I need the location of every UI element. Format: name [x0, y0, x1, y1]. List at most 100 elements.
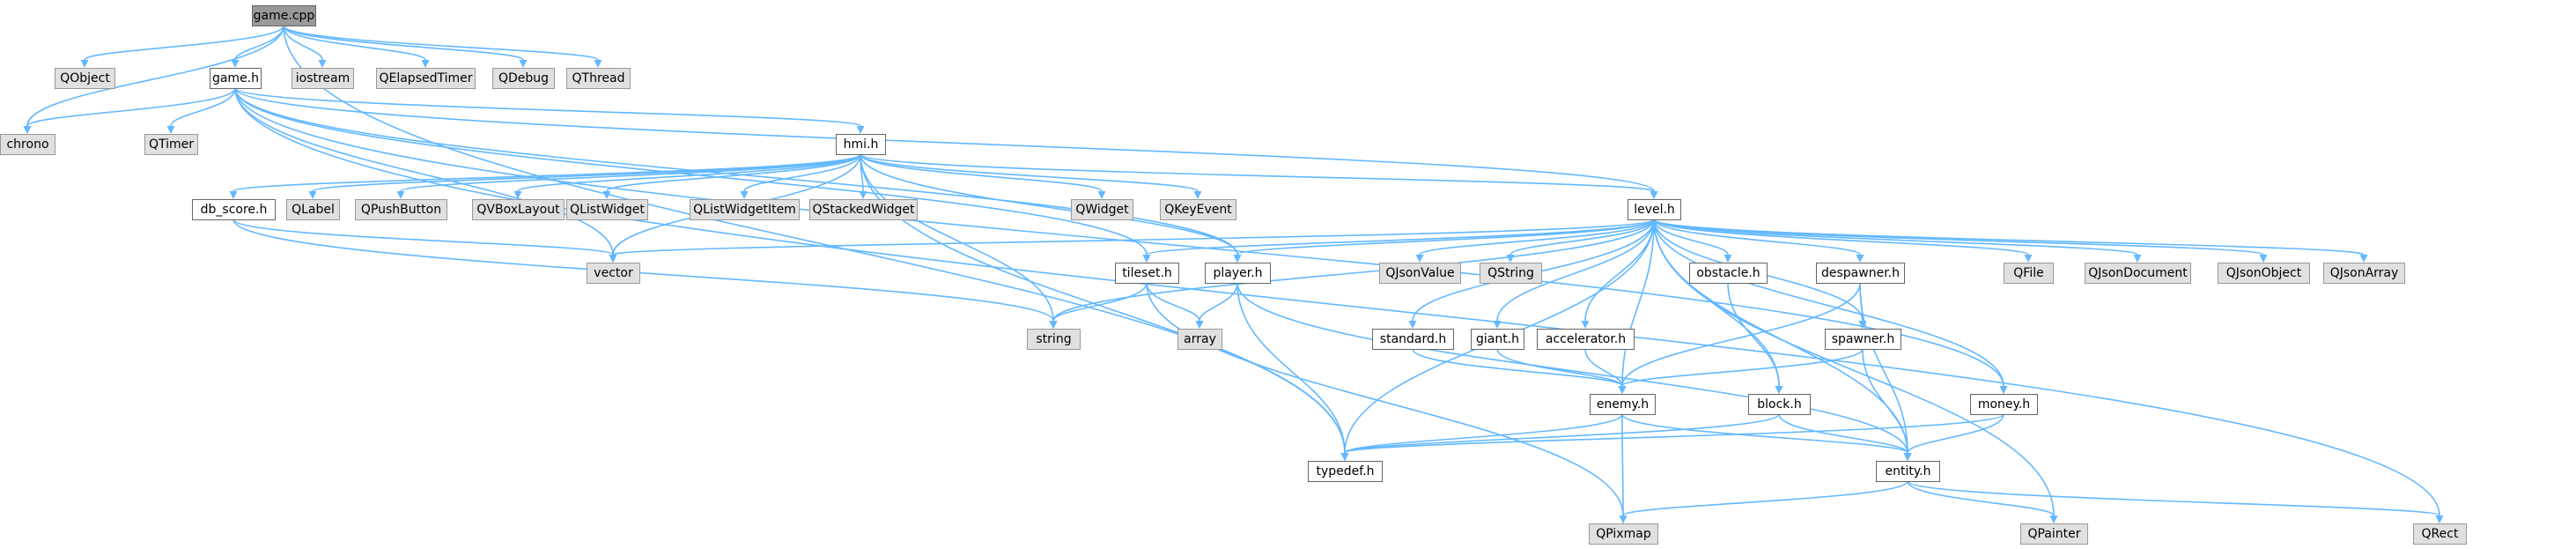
edge-line	[860, 153, 1655, 192]
edge-tileset-h-to-string	[1049, 282, 1148, 329]
edge-line	[860, 153, 1238, 256]
node-game-cpp[interactable]: game.cpp	[252, 5, 316, 26]
edge-arrowhead	[1233, 255, 1242, 263]
node-giant-h[interactable]: giant.h	[1471, 329, 1524, 350]
node-box	[1589, 523, 1658, 545]
node-qrect: QRect	[2413, 523, 2467, 545]
edge-line	[1344, 413, 2004, 454]
node-typedef-h[interactable]: typedef.h	[1308, 461, 1383, 482]
edge-line	[283, 25, 599, 61]
edge-level-h-to-vector	[609, 219, 1655, 263]
node-box	[1689, 263, 1768, 284]
node-obstacle-h[interactable]: obstacle.h	[1689, 263, 1768, 284]
node-qdebug: QDebug	[492, 68, 555, 89]
edge-line	[1344, 413, 1623, 454]
node-box	[1628, 199, 1681, 220]
edge-line	[1419, 219, 1655, 256]
edge-arrowhead	[859, 191, 867, 199]
node-tileset-h[interactable]: tileset.h	[1115, 263, 1179, 284]
node-label: QStackedWidget	[812, 203, 915, 217]
edge-arrowhead	[594, 60, 602, 68]
edge-arrowhead	[1856, 255, 1864, 263]
node-block-h[interactable]: block.h	[1748, 394, 1811, 415]
node-qelapsedtimer: QElapsedTimer	[376, 68, 476, 89]
node-label: QPushButton	[361, 203, 441, 217]
node-box	[55, 68, 115, 89]
edge-line	[234, 87, 861, 127]
node-label: obstacle.h	[1696, 266, 1760, 280]
edge-level-h-to-qjsonobject	[1653, 219, 2268, 263]
node-box	[566, 199, 648, 220]
node-label: chrono	[6, 137, 48, 152]
edge-arrowhead	[1049, 321, 1058, 329]
edge-arrowhead	[396, 191, 405, 199]
edge-standard-h-to-enemy-h	[1412, 348, 1627, 394]
edge-line	[400, 153, 861, 192]
node-qlistwidget: QListWidget	[566, 199, 648, 220]
node-qkeyevent: QKeyEvent	[1160, 199, 1236, 220]
node-label: QLabel	[292, 203, 335, 217]
edge-player-h-to-entity-h	[1236, 282, 1912, 461]
node-enemy-h[interactable]: enemy.h	[1590, 394, 1656, 415]
edge-hmi-h-to-level-h	[860, 153, 1658, 199]
node-qjsondocument: QJsonDocument	[2085, 263, 2191, 284]
edge-hmi-h-to-qlistwidget	[602, 153, 861, 199]
node-accelerator-h[interactable]: accelerator.h	[1537, 329, 1635, 350]
edge-line	[1496, 219, 1655, 322]
edge-arrowhead	[2133, 255, 2142, 263]
node-money-h[interactable]: money.h	[1970, 394, 2038, 415]
edge-game-cpp-to-game-h	[231, 25, 284, 68]
edge-arrowhead	[1506, 255, 1515, 263]
edge-hmi-h-to-qlistwidgetitem	[740, 153, 861, 199]
edge-line	[1236, 219, 1655, 256]
edge-arrowhead	[1903, 453, 1912, 461]
node-box	[566, 68, 631, 89]
node-label: hmi.h	[844, 137, 879, 152]
node-entity-h[interactable]: entity.h	[1876, 461, 1940, 482]
edge-arrowhead	[856, 126, 865, 134]
edge-arrowhead	[1618, 386, 1627, 394]
edge-arrowhead	[1097, 191, 1106, 199]
node-qlabel: QLabel	[286, 199, 340, 220]
edge-block-h-to-entity-h	[1778, 413, 1912, 461]
node-hmi-h[interactable]: hmi.h	[836, 134, 886, 155]
node-box	[0, 134, 55, 155]
node-box	[1590, 394, 1656, 415]
node-label: QObject	[60, 71, 110, 85]
node-standard-h[interactable]: standard.h	[1372, 329, 1454, 350]
edge-hmi-h-to-qwidget	[860, 153, 1106, 199]
edge-arrowhead	[513, 191, 522, 199]
node-label: money.h	[1978, 397, 2030, 412]
node-label: QVBoxLayout	[476, 203, 560, 217]
node-level-h[interactable]: level.h	[1628, 199, 1681, 220]
node-qstackedwidget: QStackedWidget	[809, 199, 918, 220]
node-spawner-h[interactable]: spawner.h	[1825, 329, 1901, 350]
edge-line	[1199, 282, 1238, 322]
node-label: level.h	[1634, 203, 1675, 217]
node-box	[1876, 461, 1940, 482]
node-qjsonobject: QJsonObject	[2218, 263, 2310, 284]
node-despawner-h[interactable]: despawner.h	[1816, 263, 1905, 284]
node-player-h[interactable]: player.h	[1205, 263, 1271, 284]
node-qfile: QFile	[2004, 263, 2054, 284]
edge-game-cpp-to-iostream	[283, 25, 327, 68]
node-game-h[interactable]: game.h	[210, 68, 262, 89]
node-box	[1816, 263, 1905, 284]
node-label: despawner.h	[1821, 266, 1900, 280]
edge-arrowhead	[1142, 255, 1151, 263]
node-db-score-h[interactable]: db_score.h	[192, 199, 276, 220]
edge-arrowhead	[2049, 516, 2058, 523]
edge-line	[1412, 348, 1623, 387]
edge-arrowhead	[1775, 386, 1783, 394]
edge-arrowhead	[1493, 321, 1502, 329]
edge-entity-h-to-qpixmap	[1619, 480, 1908, 523]
edge-line	[1052, 219, 1655, 322]
edge-level-h-to-money-h	[1653, 219, 2008, 394]
node-box	[292, 68, 354, 89]
edge-obstacle-h-to-block-h	[1727, 282, 1783, 394]
node-label: QFile	[2013, 266, 2043, 280]
edge-line	[1621, 348, 1864, 387]
node-box	[252, 5, 316, 26]
node-label: QPixmap	[1596, 527, 1651, 541]
edge-arrowhead	[421, 60, 430, 68]
